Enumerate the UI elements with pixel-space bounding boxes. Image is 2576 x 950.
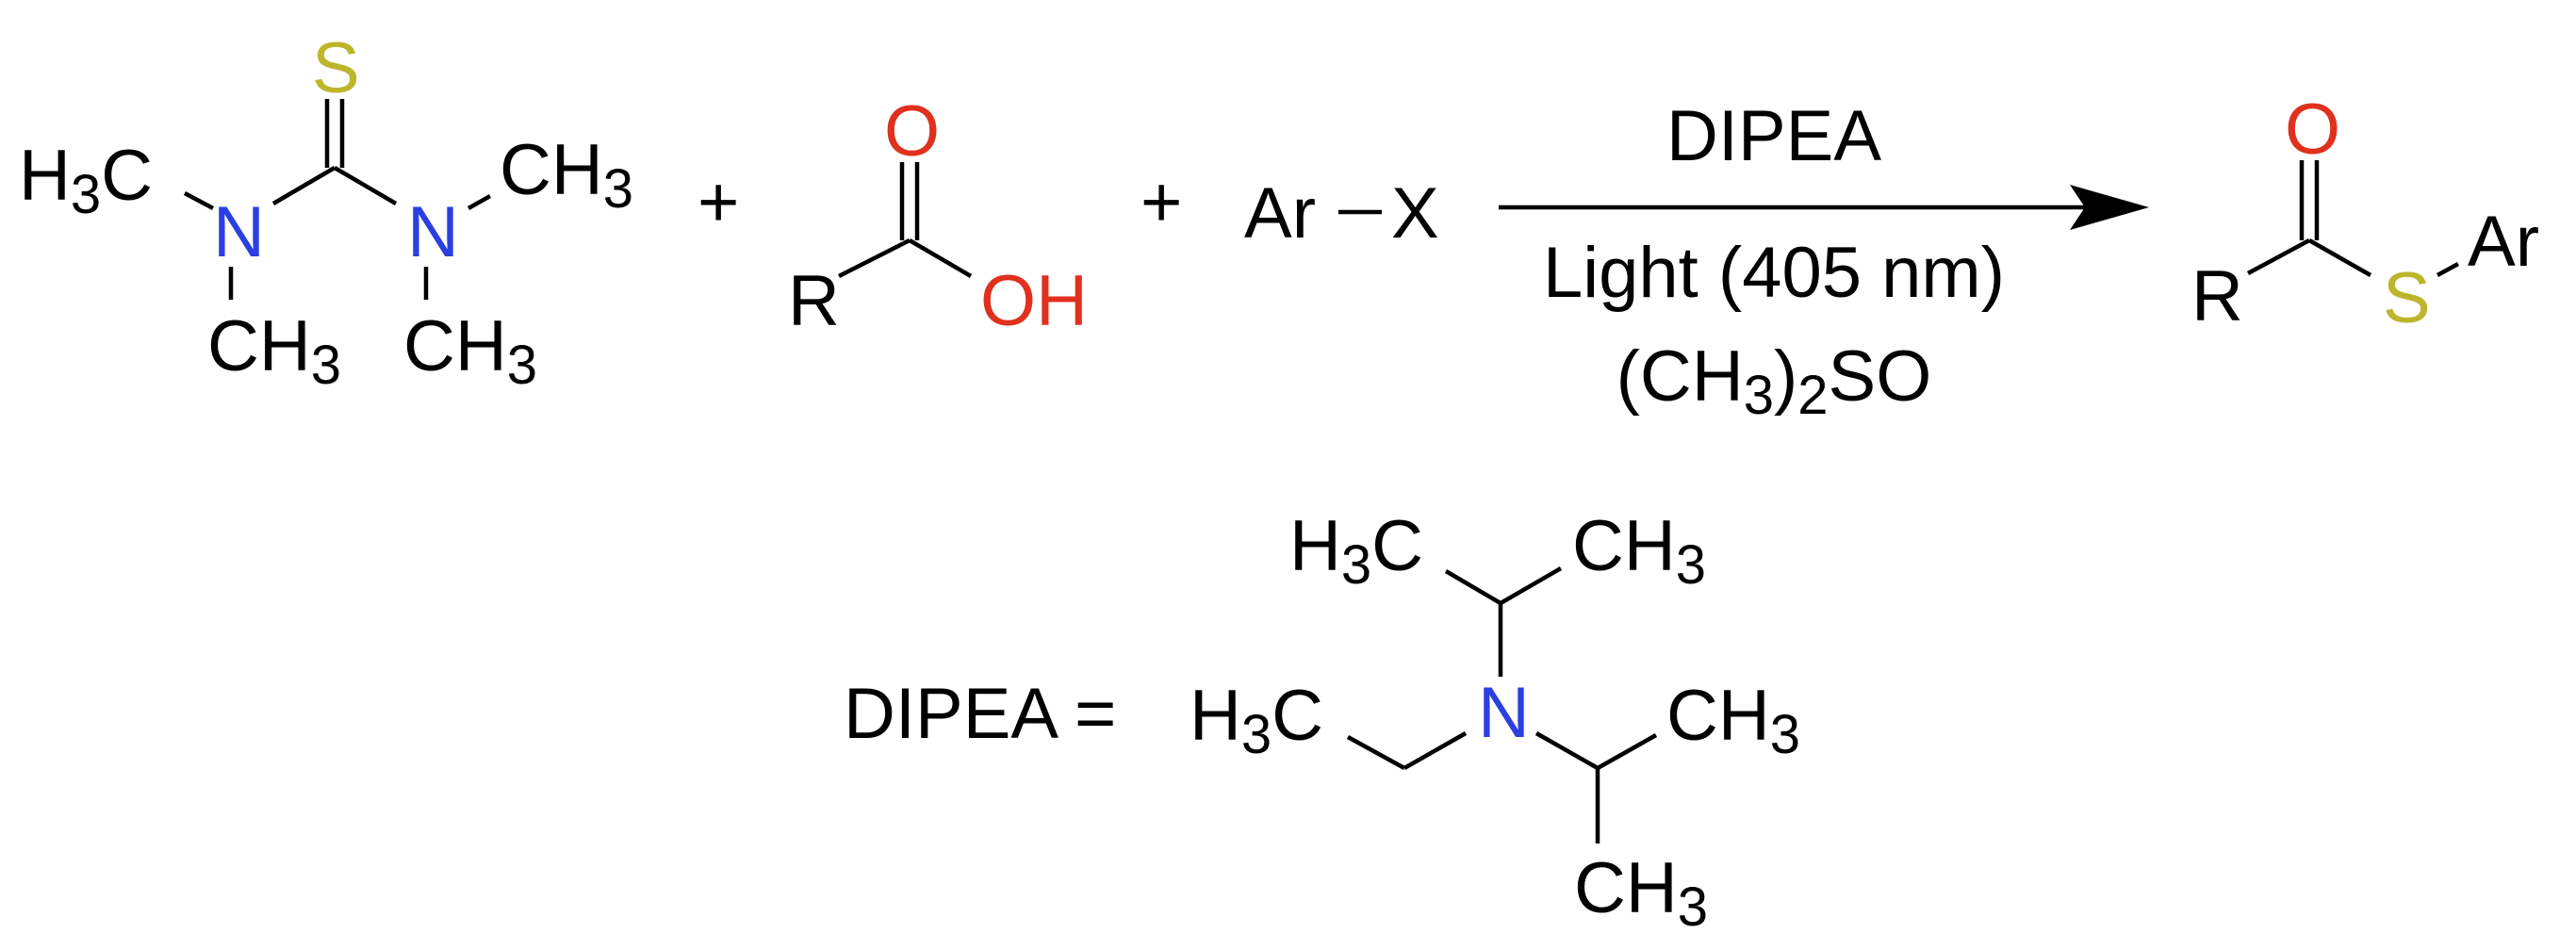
dipea-methyl-topright: CH3 — [1572, 506, 1706, 596]
dipea-ch-right-bond — [1596, 733, 1658, 770]
dipea-n-downright-bond — [1534, 731, 1600, 770]
product-r-group-label: R — [2191, 256, 2243, 336]
thiourea-c-n-right-bond — [333, 166, 398, 205]
thiourea-c-n-left-bond — [271, 166, 336, 205]
aryl-halide-x-label: X — [1391, 173, 1439, 254]
condition-base-label: DIPEA — [1666, 96, 1881, 176]
dipea-methyl-topleft: H3C — [1289, 506, 1423, 596]
dipea-ch-upright-bond — [1499, 566, 1563, 605]
dipea-nitrogen-atom: N — [1478, 673, 1530, 753]
product-aryl-label: Ar — [2468, 202, 2539, 282]
dipea-ethyl-ch2-bond — [1346, 735, 1406, 770]
aryl-halide-ar-label: Ar — [1244, 173, 1316, 254]
thiourea-n-ch3-topleft-bond — [183, 191, 215, 210]
dipea-n-ethyl-bond — [1403, 731, 1468, 770]
acid-hydroxyl-group-label: OH — [980, 261, 1088, 341]
reaction-arrow-head — [2070, 185, 2149, 230]
product-r-c-bond — [2246, 238, 2311, 275]
acid-carbonyl-oxygen-atom: O — [884, 91, 940, 172]
thiourea-reagent: S N N H3C CH3 CH3 CH3 — [19, 28, 633, 396]
thioester-product: O R S Ar — [2191, 90, 2539, 338]
condition-light-label: Light (405 nm) — [1543, 233, 2005, 313]
dipea-methyl-right: CH3 — [1666, 676, 1800, 765]
thiourea-n-ch3-topright-bond — [467, 194, 492, 210]
thiourea-nitrogen-right-atom: N — [407, 192, 459, 272]
acid-r-group-label: R — [788, 261, 840, 341]
thiourea-methyl-topleft: H3C — [19, 136, 153, 225]
aryl-halide-reagent: Ar X — [1244, 173, 1439, 254]
dipea-methyl-bottom: CH3 — [1574, 848, 1708, 938]
dipea-definition: DIPEA = N H3C CH3 H3C CH3 CH3 — [844, 506, 1800, 938]
plus-sign-second: + — [1140, 162, 1182, 242]
dipea-ch-upleft-bond — [1444, 569, 1502, 605]
acid-r-c-bond — [837, 238, 911, 279]
product-carbonyl-oxygen-atom: O — [2285, 90, 2340, 170]
thiourea-methyl-topright: CH3 — [500, 130, 633, 220]
carboxylic-acid-reagent: O R OH — [788, 91, 1088, 341]
plus-sign-first: + — [697, 162, 739, 242]
product-c-s-bond — [2307, 238, 2372, 277]
thiourea-methyl-bottomleft: CH3 — [207, 306, 341, 396]
product-sulfur-atom: S — [2383, 258, 2431, 338]
acid-c-oh-bond — [908, 238, 973, 278]
dipea-definition-label: DIPEA = — [844, 674, 1116, 754]
product-s-ar-bond — [2436, 262, 2460, 277]
thiourea-sulfur-atom: S — [312, 28, 360, 108]
dipea-ethyl-methyl: H3C — [1190, 676, 1323, 765]
thiourea-nitrogen-left-atom: N — [213, 192, 265, 272]
reaction-arrow-group: DIPEA Light (405 nm) (CH3)2SO — [1499, 96, 2149, 426]
thiourea-methyl-bottomright: CH3 — [403, 306, 537, 396]
condition-solvent-label: (CH3)2SO — [1616, 336, 1932, 426]
